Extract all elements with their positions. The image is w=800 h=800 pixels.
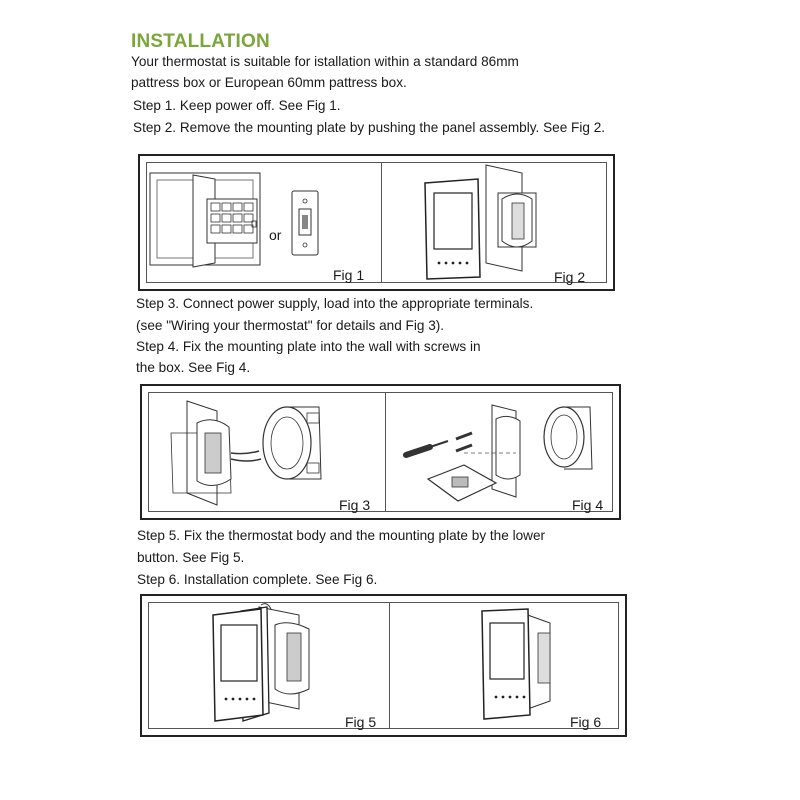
fig-2-panel: Fig 2	[382, 163, 610, 285]
fig-5-label: Fig 5	[345, 714, 377, 730]
step-4-text: Step 4. Fix the mounting plate into the …	[136, 339, 481, 354]
fig-4-illustration	[403, 404, 593, 502]
figure-divider	[385, 393, 386, 511]
step-3-text: Step 3. Connect power supply, load into …	[136, 296, 534, 311]
step-4-detail-text: the box. See Fig 4.	[136, 360, 251, 375]
figure-row-1: or Fig 1 Fig 2	[138, 154, 615, 291]
step-6-text: Step 6. Installation complete. See Fig 6…	[137, 572, 378, 587]
fig-6-panel: Fig 6	[390, 603, 622, 730]
step-3-detail-text: (see "Wiring your thermostat" for detail…	[136, 318, 445, 333]
fig-5-panel: Fig 5	[149, 603, 389, 730]
fig-4-panel: Fig 4	[386, 393, 616, 513]
fig-6-illustration	[481, 608, 551, 720]
fig-2-illustration	[424, 164, 537, 280]
figure-row-1-frame: or Fig 1 Fig 2	[146, 162, 610, 285]
section-heading: INSTALLATION	[131, 31, 270, 52]
fig-3-illustration	[170, 400, 322, 506]
intro-line-1: Your thermostat is suitable for istallat…	[131, 54, 519, 69]
fig-1-or-label: or	[269, 227, 282, 243]
figure-row-2-frame: Fig 3 Fig 4	[148, 392, 616, 513]
figure-divider	[389, 603, 390, 728]
intro-line-2: pattress box or European 60mm pattress b…	[131, 75, 407, 90]
step-5-text: Step 5. Fix the thermostat body and the …	[137, 528, 546, 543]
fig-1-illustration	[149, 172, 319, 268]
fig-3-panel: Fig 3	[149, 393, 385, 513]
figure-row-3: Fig 5 Fig 6	[140, 594, 627, 737]
step-5-detail-text: button. See Fig 5.	[137, 550, 245, 565]
fig-5-illustration	[212, 603, 310, 722]
figure-row-2: Fig 3 Fig 4	[140, 384, 621, 520]
fig-1-label: Fig 1	[333, 267, 365, 283]
step-2-text: Step 2. Remove the mounting plate by pus…	[133, 120, 606, 135]
fig-4-label: Fig 4	[572, 497, 604, 513]
figure-row-3-frame: Fig 5 Fig 6	[148, 602, 622, 730]
fig-6-label: Fig 6	[570, 714, 602, 730]
fig-1-panel: or Fig 1	[147, 163, 381, 283]
fig-2-label: Fig 2	[554, 269, 586, 285]
figure-divider	[381, 163, 382, 282]
fig-3-label: Fig 3	[339, 497, 371, 513]
step-1-text: Step 1. Keep power off. See Fig 1.	[133, 98, 341, 113]
